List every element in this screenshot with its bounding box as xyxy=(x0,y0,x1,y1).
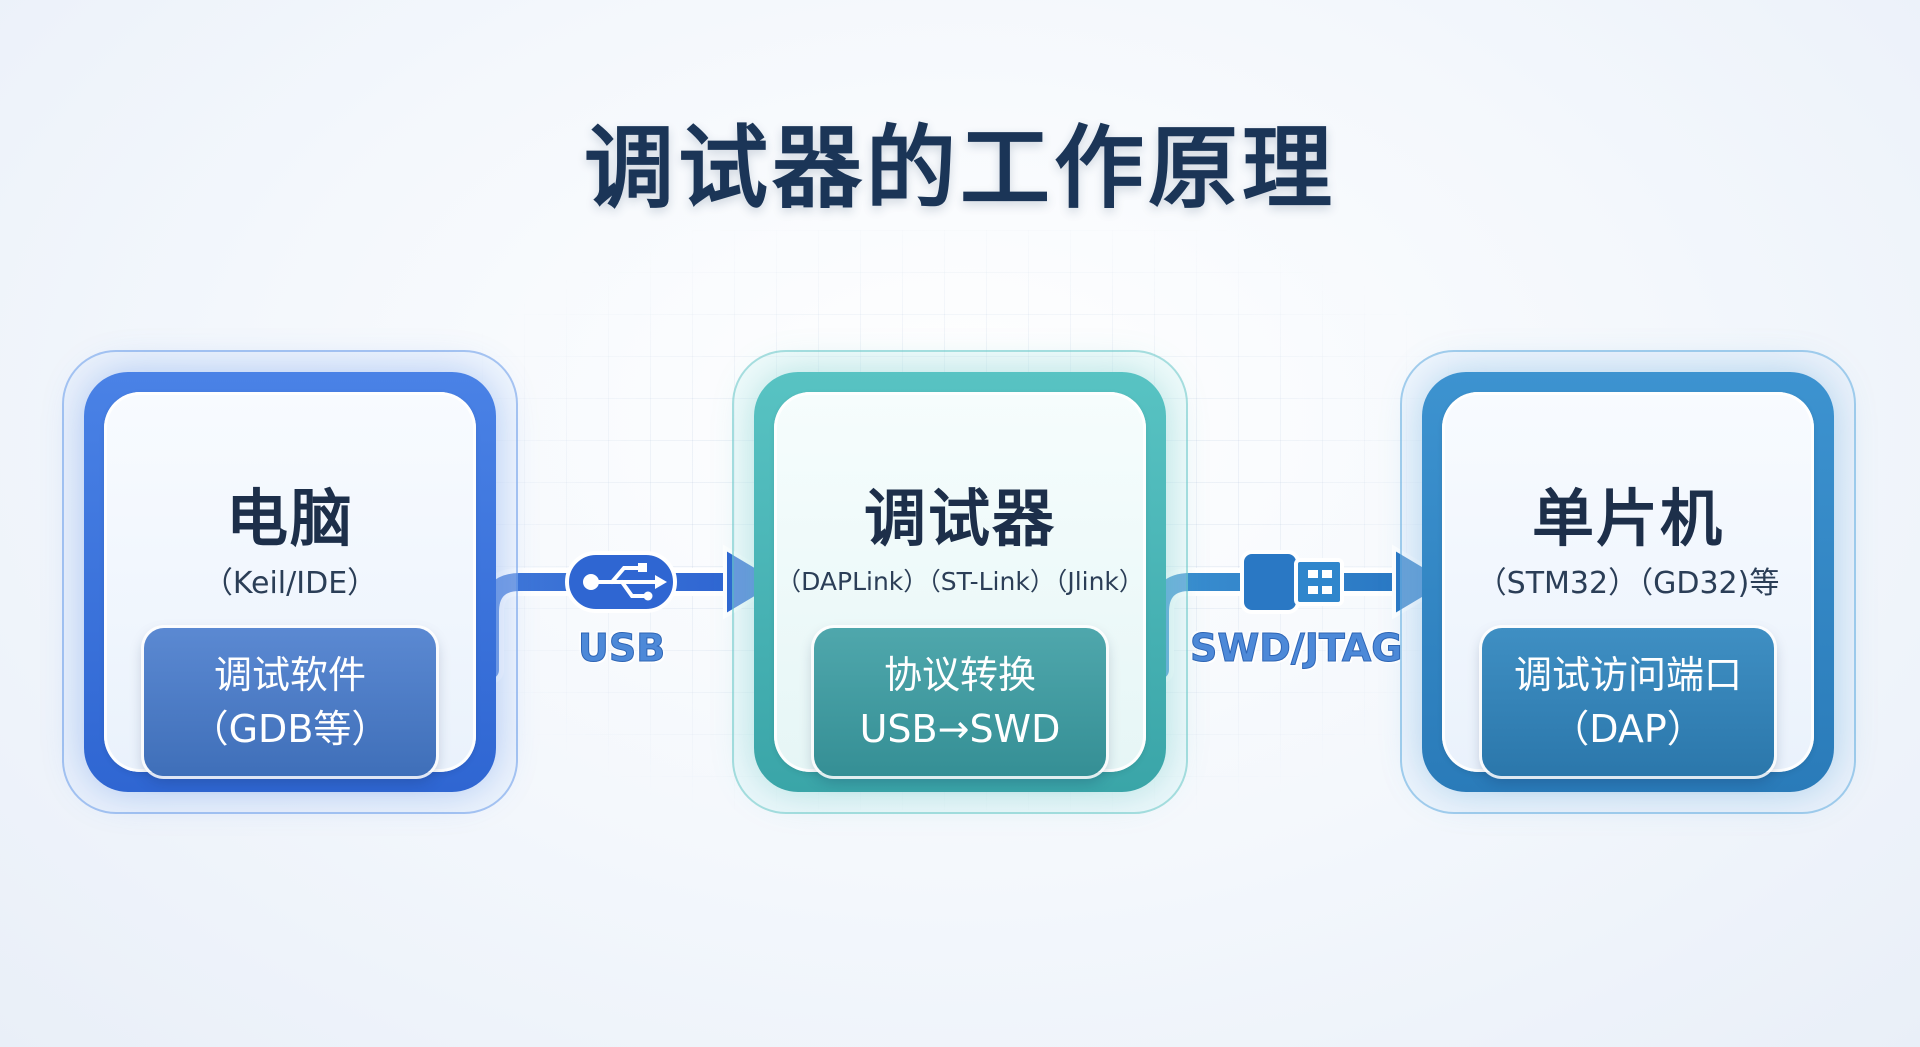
chip-line-1: 调试软件 xyxy=(213,653,366,697)
node-pc-subtitle: （Keil/IDE） xyxy=(202,566,378,601)
chip-line-1: 协议转换 xyxy=(883,653,1036,697)
node-pc: 电脑 （Keil/IDE） 调试软件 （GDB等） xyxy=(62,350,518,814)
node-mcu-title: 单片机 xyxy=(1531,482,1724,555)
node-mcu-panel: 单片机 （STM32）（GD32)等 调试访问端口 （DAP） xyxy=(1442,392,1814,776)
usb-arrow-head xyxy=(723,544,786,620)
usb-icon xyxy=(583,563,667,601)
page-title: 调试器的工作原理 xyxy=(584,116,1336,221)
node-pc-title: 电脑 xyxy=(225,482,354,555)
node-mcu: 单片机 （STM32）（GD32)等 调试访问端口 （DAP） xyxy=(1400,350,1856,814)
chip-line-2: （DAP） xyxy=(1551,707,1705,751)
node-pc-panel: 电脑 （Keil/IDE） 调试软件 （GDB等） xyxy=(104,392,476,776)
usb-label: USB xyxy=(577,626,666,671)
node-debugger-subtitle: （DAPLink）（ST-Link）（Jlink） xyxy=(776,567,1144,596)
chip-line-1: 调试访问端口 xyxy=(1513,653,1742,697)
swd-jtag-label: SWD/JTAG xyxy=(1189,626,1403,671)
connector-plug-icon xyxy=(1240,550,1344,614)
chip-line-2: （GDB等） xyxy=(190,707,390,751)
node-debugger-panel: 调试器 （DAPLink）（ST-Link）（Jlink） 协议转换 USB→S… xyxy=(774,392,1146,776)
node-debugger: 调试器 （DAPLink）（ST-Link）（Jlink） 协议转换 USB→S… xyxy=(732,350,1188,814)
debug-access-port-chip: 调试访问端口 （DAP） xyxy=(1482,628,1774,776)
chip-line-2: USB→SWD xyxy=(859,707,1061,751)
protocol-conversion-chip: 协议转换 USB→SWD xyxy=(814,628,1106,776)
node-debugger-title: 调试器 xyxy=(863,482,1056,555)
node-mcu-subtitle: （STM32）（GD32)等 xyxy=(1476,566,1780,601)
debug-software-chip: 调试软件 （GDB等） xyxy=(144,628,436,776)
